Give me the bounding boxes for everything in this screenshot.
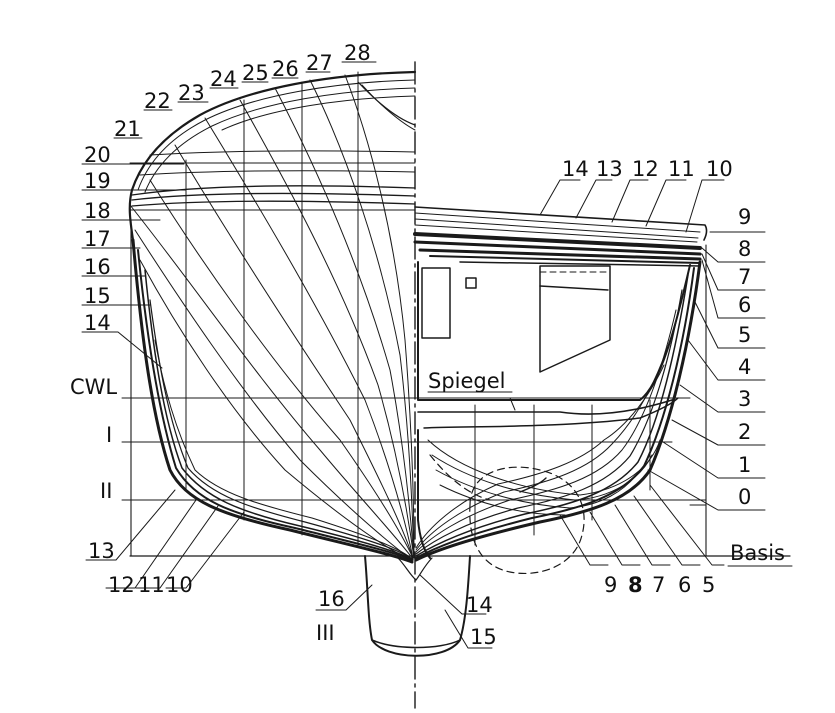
station-labels-left: 28 27 26 25 24 23 22 21 20 19 18 17 16 1…	[84, 41, 371, 335]
aft-label-6: 6	[738, 293, 751, 317]
aft-label-1: 1	[738, 453, 751, 477]
station-label-20: 20	[84, 143, 111, 167]
basis-label: Basis	[730, 541, 785, 565]
bottom-right-labels: 9 8 7 6 5	[604, 573, 715, 597]
keel-label-15: 15	[470, 625, 497, 649]
propeller-outline	[469, 466, 585, 574]
station-label-11: 11	[138, 573, 165, 597]
station-label-18: 18	[84, 199, 111, 223]
interior-outline	[417, 261, 691, 401]
station-label-23: 23	[178, 81, 205, 105]
aft-label-14: 14	[562, 157, 589, 181]
keel-labels: 16 III 14 15	[316, 587, 497, 649]
aft-bottom-label-8: 8	[628, 573, 643, 597]
station-label-22: 22	[144, 89, 171, 113]
station-label-28: 28	[344, 41, 371, 65]
leader-lines	[81, 61, 793, 649]
station-label-15: 15	[84, 284, 111, 308]
interior-panel	[421, 267, 451, 339]
station-label-14: 14	[84, 311, 111, 335]
aft-deck-line	[414, 206, 708, 241]
aft-label-2: 2	[738, 420, 751, 444]
station-label-12: 12	[108, 573, 135, 597]
keel-label-16: 16	[318, 587, 345, 611]
station-label-10: 10	[166, 573, 193, 597]
aft-label-7: 7	[738, 265, 751, 289]
keel-label-iii: III	[316, 621, 335, 645]
keel-label-14: 14	[466, 593, 493, 617]
waterline-labels: CWL I II	[70, 375, 117, 503]
station-label-19: 19	[84, 169, 111, 193]
station-label-24: 24	[210, 67, 237, 91]
aft-label-12: 12	[632, 157, 659, 181]
forebody-sections	[128, 70, 417, 564]
waterline-label-cwl: CWL	[70, 375, 117, 399]
keel-fin	[364, 555, 471, 657]
aft-bottom-label-9: 9	[604, 573, 617, 597]
spiegel-label: Spiegel	[428, 369, 506, 393]
aft-bottom-label-6: 6	[678, 573, 691, 597]
station-label-25: 25	[242, 61, 269, 85]
aft-label-9: 9	[738, 205, 751, 229]
aft-top-labels: 14 13 12 11 10	[562, 157, 733, 181]
waterline-label-i: I	[106, 423, 112, 447]
station-label-27: 27	[306, 51, 333, 75]
aft-label-5: 5	[738, 323, 751, 347]
sheer-line	[128, 70, 417, 242]
interior-window	[465, 277, 477, 289]
aft-bottom-label-7: 7	[652, 573, 665, 597]
aft-side-labels: 9 8 7 6 5 4 3 2 1 0	[738, 205, 751, 509]
aft-label-13: 13	[596, 157, 623, 181]
station-label-26: 26	[272, 57, 299, 81]
aft-label-8: 8	[738, 237, 751, 261]
aft-label-11: 11	[668, 157, 695, 181]
station-label-21: 21	[114, 117, 141, 141]
waterline-label-ii: II	[100, 479, 112, 503]
bottom-left-labels: 13 12 11 10	[88, 539, 193, 597]
rudder-trunk	[539, 265, 611, 373]
aft-bottom-label-5: 5	[702, 573, 715, 597]
station-label-16: 16	[84, 255, 111, 279]
spiegel-line	[417, 399, 673, 415]
keel-outline	[364, 555, 471, 657]
aft-label-4: 4	[738, 355, 751, 379]
aft-label-3: 3	[738, 387, 751, 411]
aftbody-sections	[413, 206, 708, 574]
aft-label-10: 10	[706, 157, 733, 181]
aft-label-0: 0	[738, 485, 751, 509]
section-outline	[131, 238, 414, 564]
section-outline	[414, 260, 702, 562]
station-label-13: 13	[88, 539, 115, 563]
station-label-17: 17	[84, 227, 111, 251]
